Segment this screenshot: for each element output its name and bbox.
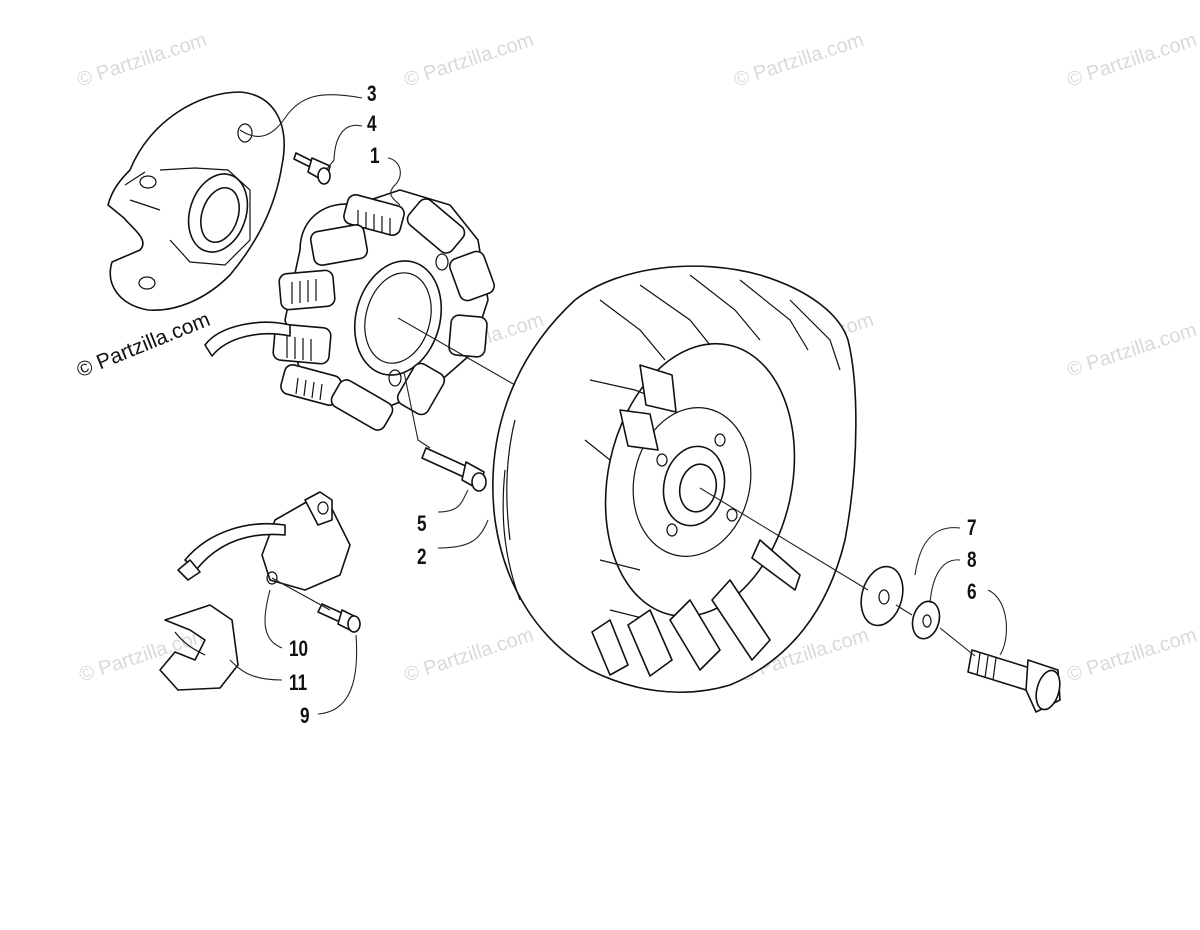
callout-1: 1 (370, 143, 380, 168)
callout-11: 11 (289, 670, 308, 695)
screw-9 (317, 603, 361, 633)
lock-washer-8 (911, 600, 941, 640)
callout-2: 2 (417, 544, 427, 569)
screw-5 (421, 447, 487, 492)
callout-3: 3 (367, 81, 377, 106)
callout-5: 5 (417, 511, 427, 536)
pickup-coil (177, 491, 351, 591)
screw-4 (293, 152, 331, 185)
stator-base-plate (107, 91, 285, 311)
flywheel-bolt-6 (967, 649, 1061, 713)
callout-10: 10 (289, 636, 309, 661)
callout-6: 6 (967, 579, 977, 604)
callout-4: 4 (367, 111, 377, 136)
callout-9: 9 (300, 703, 310, 728)
washer-7 (860, 565, 904, 627)
callout-7: 7 (967, 515, 977, 540)
leader-lines (229, 94, 1007, 715)
callout-8: 8 (967, 547, 977, 572)
clamp-11 (159, 604, 239, 691)
flywheel (492, 265, 857, 693)
